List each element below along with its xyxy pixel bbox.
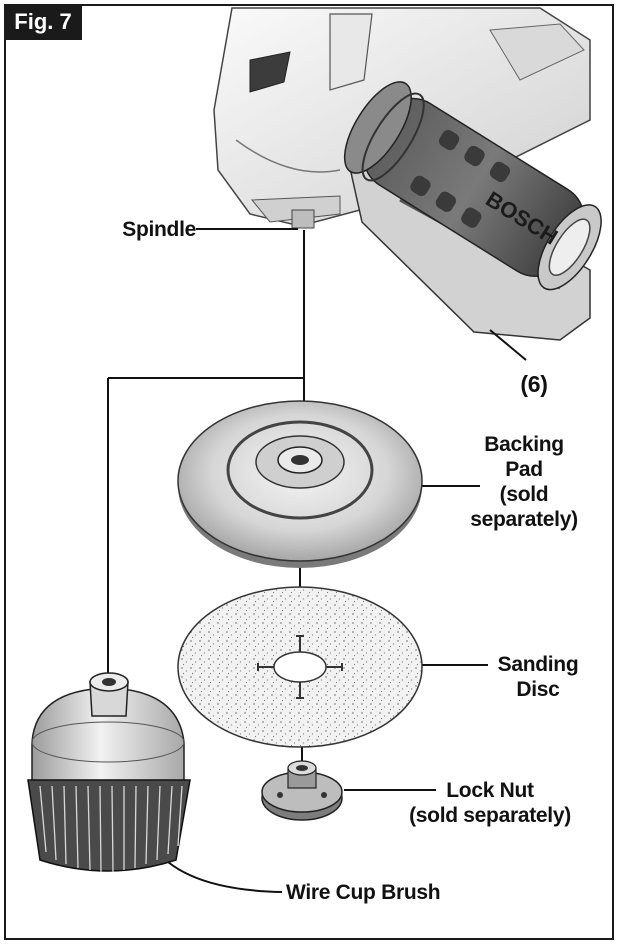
backing-pad-illustration <box>177 400 423 568</box>
spindle-label: Spindle <box>122 218 196 241</box>
lock-nut-illustration <box>261 760 343 821</box>
backing-pad-label-line: (sold <box>499 483 549 506</box>
lock-nut-label: Lock Nut (sold separately) <box>390 778 590 828</box>
backing-pad-label-line: Pad <box>505 458 543 481</box>
lock-nut-label-line: Lock Nut <box>446 779 534 802</box>
leader-lines <box>107 228 527 893</box>
sanding-disc-illustration <box>177 586 423 748</box>
sanding-disc-label: Sanding Disc <box>488 652 588 702</box>
backing-pad-label-line: Backing <box>484 433 564 456</box>
sanding-disc-label-line: Sanding <box>497 653 579 676</box>
side-handle-illustration: BOSCH <box>343 81 602 291</box>
wire-cup-brush-illustration <box>27 672 191 873</box>
handle-reference-label: (6) <box>520 371 548 397</box>
backing-pad-label-line: separately) <box>470 508 578 531</box>
sanding-disc-label-line: Disc <box>516 678 560 701</box>
figure-tag: Fig. 7 <box>4 4 82 40</box>
wire-cup-brush-label: Wire Cup Brush <box>286 881 441 904</box>
lock-nut-label-line: (sold separately) <box>409 804 571 827</box>
backing-pad-label: Backing Pad (sold separately) <box>452 432 596 532</box>
